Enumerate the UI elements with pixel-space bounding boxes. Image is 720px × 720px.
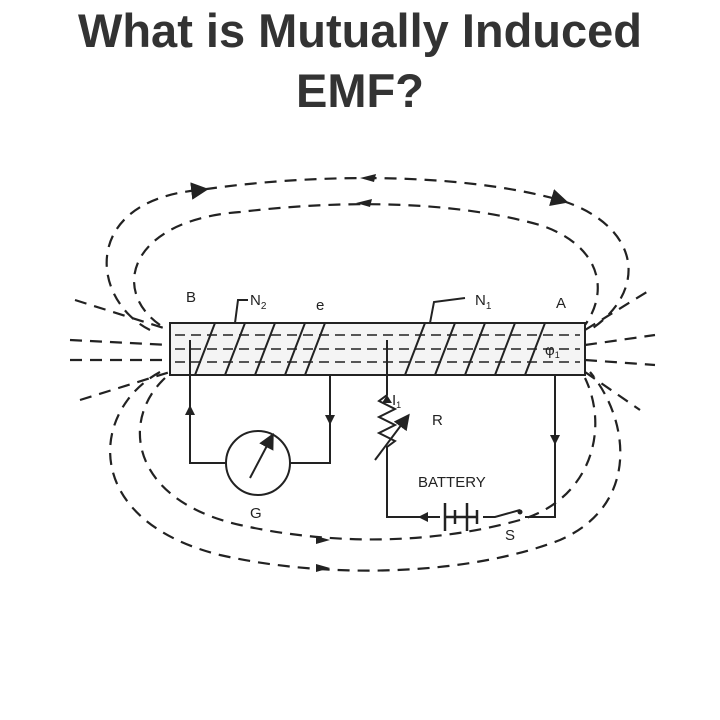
label-g: G xyxy=(250,505,262,522)
label-e: e xyxy=(316,297,324,314)
label-n1: N1 xyxy=(475,292,492,312)
core-flux xyxy=(175,334,580,363)
n2-leader xyxy=(234,299,248,324)
battery-symbol xyxy=(443,503,479,531)
label-current: I1 xyxy=(392,392,401,410)
n1-leader xyxy=(429,297,466,324)
page-title-line-1: What is Mutually Induced xyxy=(77,4,643,57)
label-a: A xyxy=(556,295,566,312)
label-s: S xyxy=(505,527,515,544)
magnetic-flux-lines xyxy=(69,174,656,572)
label-battery: BATTERY xyxy=(418,474,486,491)
primary-coil xyxy=(404,322,546,376)
label-flux: φ1 xyxy=(545,342,560,360)
label-n2: N2 xyxy=(250,292,267,312)
page-title-line-2: EMF? xyxy=(296,64,424,117)
label-b: B xyxy=(186,289,196,306)
secondary-wires xyxy=(189,340,331,464)
label-r: R xyxy=(432,412,443,429)
secondary-coil xyxy=(194,322,326,376)
galvanometer xyxy=(225,430,291,496)
switch-contact xyxy=(517,509,523,515)
variable-resistor-arrow xyxy=(374,413,410,461)
